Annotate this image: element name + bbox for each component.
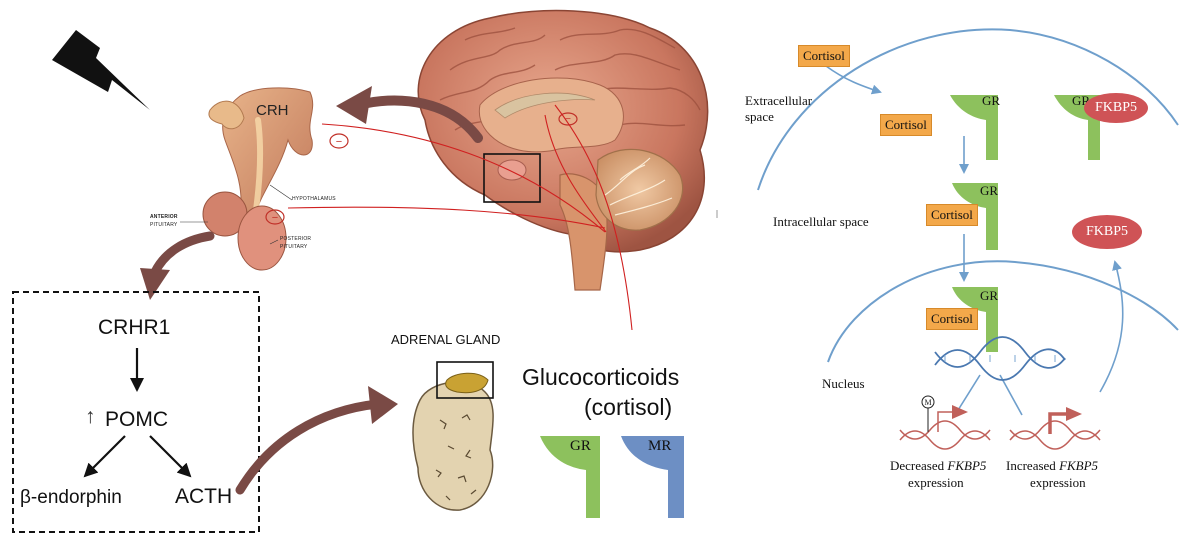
hypothalamus-label: HYPOTHALAMUS bbox=[292, 196, 336, 202]
crhr1-label: CRHR1 bbox=[98, 316, 170, 340]
dna-helix bbox=[935, 337, 1065, 380]
increased-expression-line2: expression bbox=[1030, 475, 1086, 491]
posterior-pituitary-label-line1: POSTERIOR bbox=[280, 236, 311, 242]
crh-label: CRH bbox=[256, 102, 289, 119]
fkbp5-bound-ellipse: FKBP5 bbox=[1084, 93, 1148, 123]
pituitary-inhibition-symbol: − bbox=[272, 212, 278, 224]
beta-endorphin-label: β-endorphin bbox=[20, 487, 122, 509]
adrenal-gland-illustration bbox=[413, 362, 493, 510]
gr-label-left: GR bbox=[570, 438, 591, 455]
extracellular-label-line1: Extracellular bbox=[745, 93, 812, 109]
posterior-pituitary-label-line2: PITUITARY bbox=[280, 244, 307, 250]
glucocorticoids-label: Glucocorticoids bbox=[522, 364, 679, 391]
decreased-prefix: Decreased bbox=[890, 458, 947, 473]
gene-dna-increased bbox=[1010, 421, 1100, 449]
decreased-gene: FKBP5 bbox=[947, 458, 986, 473]
pituitary-to-crhr1-arrow bbox=[140, 236, 210, 300]
nuclear-membrane bbox=[828, 261, 1178, 362]
gr-label-3: GR bbox=[980, 183, 998, 199]
anterior-pituitary-label-line1: ANTERIOR bbox=[150, 214, 178, 220]
methyl-mark: M bbox=[924, 398, 931, 407]
increased-prefix: Increased bbox=[1006, 458, 1059, 473]
gr-label-1: GR bbox=[982, 93, 1000, 109]
anterior-pituitary-label-line2: PITUITARY bbox=[150, 222, 177, 228]
cortisol-box-extracellular: Cortisol bbox=[798, 45, 850, 67]
cortisol-box-free: Cortisol bbox=[880, 114, 932, 136]
acth-label: ACTH bbox=[175, 485, 232, 509]
gene-dna-decreased bbox=[900, 421, 990, 449]
nucleus-label: Nucleus bbox=[822, 376, 865, 392]
up-arrow-symbol: ↑ bbox=[85, 405, 96, 429]
lightning-bolt-icon bbox=[52, 30, 150, 110]
hypothalamus-inhibition-symbol: − bbox=[336, 136, 342, 148]
extracellular-label-line2: space bbox=[745, 109, 774, 125]
cortisol-box-nuclear: Cortisol bbox=[926, 308, 978, 330]
pomc-label: POMC bbox=[105, 408, 168, 432]
decreased-expression-line2: expression bbox=[908, 475, 964, 491]
cortisol-box-bound: Cortisol bbox=[926, 204, 978, 226]
gr-label-4: GR bbox=[980, 288, 998, 304]
adrenal-gland-label: ADRENAL GLAND bbox=[391, 332, 500, 347]
decreased-expression-line1: Decreased FKBP5 bbox=[890, 458, 986, 474]
mr-label: MR bbox=[648, 438, 671, 455]
cortisol-paren-label: (cortisol) bbox=[584, 394, 672, 421]
fkbp5-free-ellipse: FKBP5 bbox=[1072, 215, 1142, 249]
intracellular-label: Intracellular space bbox=[773, 214, 869, 230]
increased-expression-line1: Increased FKBP5 bbox=[1006, 458, 1098, 474]
acth-to-adrenal-arrow bbox=[240, 386, 398, 490]
increased-gene: FKBP5 bbox=[1059, 458, 1098, 473]
